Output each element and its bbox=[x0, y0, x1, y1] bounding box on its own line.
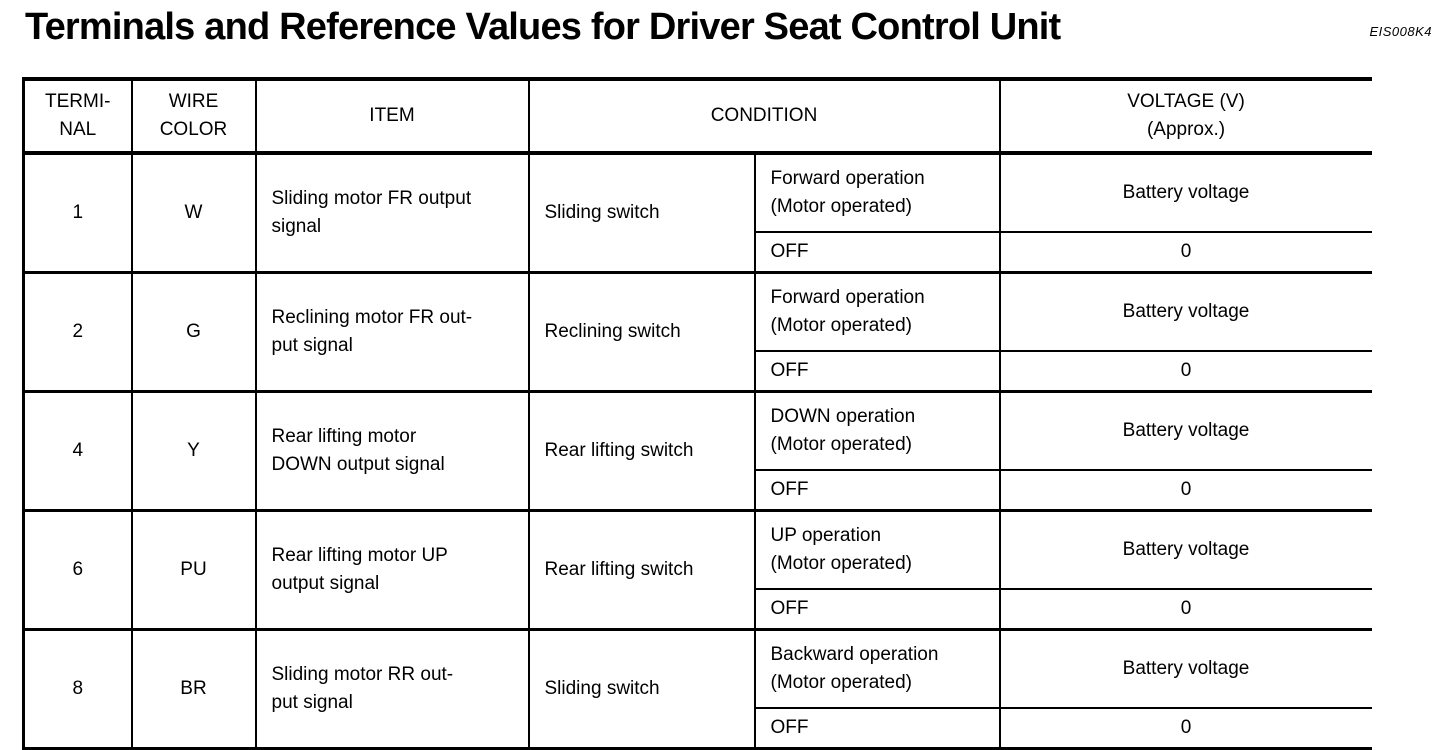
condition-cell: Backward operation (Motor operated) bbox=[754, 628, 1001, 708]
col-header-voltage: VOLTAGE (V) (Approx.) bbox=[999, 79, 1372, 155]
title-row: Terminals and Reference Values for Drive… bbox=[0, 0, 1456, 49]
col-header-condition: CONDITION bbox=[528, 79, 1001, 155]
switch-cell: Rear lifting switch bbox=[528, 390, 756, 511]
condition-cell: OFF bbox=[754, 231, 1001, 273]
voltage-cell: Battery voltage bbox=[999, 509, 1372, 589]
voltage-cell: 0 bbox=[999, 707, 1372, 750]
wire-color-cell: W bbox=[131, 151, 257, 273]
col-header-wire-color: WIRE COLOR bbox=[131, 79, 257, 155]
wire-color-cell: G bbox=[131, 271, 257, 392]
switch-cell: Reclining switch bbox=[528, 271, 756, 392]
item-cell: Sliding motor FR output signal bbox=[255, 151, 530, 273]
voltage-cell: Battery voltage bbox=[999, 628, 1372, 708]
condition-cell: Forward operation (Motor operated) bbox=[754, 271, 1001, 351]
condition-cell: OFF bbox=[754, 588, 1001, 630]
table-subrow: OFF 0 bbox=[24, 469, 1372, 511]
terminal-cell: 4 bbox=[23, 390, 133, 511]
condition-cell: OFF bbox=[754, 350, 1001, 392]
condition-cell: OFF bbox=[754, 707, 1001, 750]
table-row: 2 G Reclining motor FR out- put signal R… bbox=[23, 271, 1372, 392]
item-cell: Sliding motor RR out- put signal bbox=[255, 628, 530, 750]
voltage-cell: Battery voltage bbox=[999, 151, 1372, 232]
condition-cell: DOWN operation (Motor operated) bbox=[754, 390, 1001, 470]
terminal-cell: 1 bbox=[23, 151, 133, 273]
item-cell: Rear lifting motor DOWN output signal bbox=[255, 390, 530, 511]
table-row: 1 W Sliding motor FR output signal Slidi… bbox=[23, 151, 1372, 273]
voltage-cell: 0 bbox=[999, 588, 1372, 630]
table-subrow: OFF 0 bbox=[24, 350, 1372, 392]
condition-cell: OFF bbox=[754, 469, 1001, 511]
terminal-cell: 8 bbox=[23, 628, 133, 750]
voltage-cell: 0 bbox=[999, 350, 1372, 392]
condition-cell: Forward operation (Motor operated) bbox=[754, 151, 1001, 232]
wire-color-cell: Y bbox=[131, 390, 257, 511]
switch-cell: Sliding switch bbox=[528, 628, 756, 750]
col-header-terminal: TERMI- NAL bbox=[23, 79, 133, 155]
switch-cell: Rear lifting switch bbox=[528, 509, 756, 630]
table-row: 6 PU Rear lifting motor UP output signal… bbox=[23, 509, 1372, 630]
figure-code: EIS008K4 bbox=[1369, 24, 1432, 39]
table-subrow: OFF 0 bbox=[24, 588, 1372, 630]
item-cell: Rear lifting motor UP output signal bbox=[255, 509, 530, 630]
switch-cell: Sliding switch bbox=[528, 151, 756, 273]
item-cell: Reclining motor FR out- put signal bbox=[255, 271, 530, 392]
wire-color-cell: BR bbox=[131, 628, 257, 750]
voltage-cell: 0 bbox=[999, 469, 1372, 511]
header-row: TERMI- NAL WIRE COLOR ITEM CONDITION VOL… bbox=[23, 79, 1372, 155]
voltage-cell: Battery voltage bbox=[999, 271, 1372, 351]
table-row: 8 BR Sliding motor RR out- put signal Sl… bbox=[23, 628, 1372, 750]
table-row: 4 Y Rear lifting motor DOWN output signa… bbox=[23, 390, 1372, 511]
voltage-cell: 0 bbox=[999, 231, 1372, 273]
page-title: Terminals and Reference Values for Drive… bbox=[25, 6, 1061, 48]
voltage-cell: Battery voltage bbox=[999, 390, 1372, 470]
table-subrow: OFF 0 bbox=[24, 707, 1372, 750]
terminal-reference-table: TERMI- NAL WIRE COLOR ITEM CONDITION VOL… bbox=[22, 77, 1372, 750]
condition-cell: UP operation (Motor operated) bbox=[754, 509, 1001, 589]
table-subrow: OFF 0 bbox=[24, 231, 1372, 273]
terminal-cell: 2 bbox=[23, 271, 133, 392]
wire-color-cell: PU bbox=[131, 509, 257, 630]
terminal-cell: 6 bbox=[23, 509, 133, 630]
col-header-item: ITEM bbox=[255, 79, 530, 155]
